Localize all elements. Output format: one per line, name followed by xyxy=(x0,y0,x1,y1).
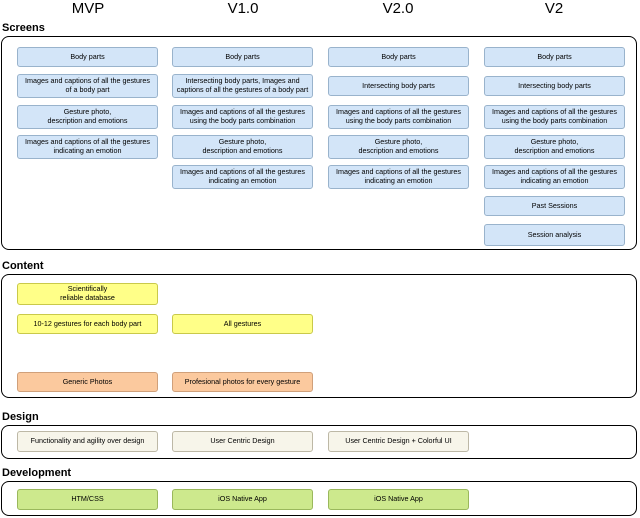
screen-box-v2-gesture-photo: Gesture photo, description and emotions xyxy=(484,135,625,159)
screen-box-v1-body-parts: Body parts xyxy=(172,47,313,67)
screen-box-v2-body-parts-combination: Images and captions of all the gestures … xyxy=(484,105,625,129)
design-box-v2-0: User Centric Design + Colorful UI xyxy=(328,431,469,452)
development-box-v2-0: iOS Native App xyxy=(328,489,469,510)
screen-box-v1-gestures-emotion: Images and captions of all the gestures … xyxy=(172,165,313,189)
screen-box-v2-0-body-parts-combination: Images and captions of all the gestures … xyxy=(328,105,469,129)
design-box-v1: User Centric Design xyxy=(172,431,313,452)
content-box-gestures-per-body-part: 10-12 gestures for each body part xyxy=(17,314,158,334)
design-box-mvp: Functionality and agility over design xyxy=(17,431,158,452)
content-box-generic-photos: Generic Photos xyxy=(17,372,158,392)
screen-box-v2-body-parts: Body parts xyxy=(484,47,625,67)
column-header-v2-0: V2.0 xyxy=(382,0,414,17)
screen-box-mvp-gestures-emotion: Images and captions of all the gestures … xyxy=(17,135,158,159)
screen-box-v1-body-parts-combination: Images and captions of all the gestures … xyxy=(172,105,313,129)
screen-box-v1-gesture-photo: Gesture photo, description and emotions xyxy=(172,135,313,159)
section-title-development: Development xyxy=(2,467,72,479)
screen-box-v2-0-gestures-emotion: Images and captions of all the gestures … xyxy=(328,165,469,189)
screen-box-v2-0-body-parts: Body parts xyxy=(328,47,469,67)
section-title-content: Content xyxy=(2,260,44,272)
screen-box-v2-0-intersecting: Intersecting body parts xyxy=(328,76,469,96)
screen-box-mvp-body-parts: Body parts xyxy=(17,47,158,67)
content-box-all-gestures: All gestures xyxy=(172,314,313,334)
content-box-professional-photos: Profesional photos for every gesture xyxy=(172,372,313,392)
screen-box-v1-intersecting-gestures: Intersecting body parts, Images and capt… xyxy=(172,74,313,98)
screen-box-v2-session-analysis: Session analysis xyxy=(484,224,625,246)
content-box-scientific-database: Scientifically reliable database xyxy=(17,283,158,305)
screen-box-v2-intersecting: Intersecting body parts xyxy=(484,76,625,96)
screen-box-v2-gestures-emotion: Images and captions of all the gestures … xyxy=(484,165,625,189)
development-box-mvp: HTM/CSS xyxy=(17,489,158,510)
section-title-screens: Screens xyxy=(2,22,45,34)
column-header-v1-0: V1.0 xyxy=(227,0,259,17)
section-title-design: Design xyxy=(2,411,39,423)
screen-box-v2-past-sessions: Past Sessions xyxy=(484,196,625,216)
screen-box-mvp-gesture-photo: Gesture photo, description and emotions xyxy=(17,105,158,129)
development-box-v1: iOS Native App xyxy=(172,489,313,510)
screen-box-mvp-gestures-of-body-part: Images and captions of all the gestures … xyxy=(17,74,158,98)
column-header-mvp: MVP xyxy=(71,0,105,17)
screen-box-v2-0-gesture-photo: Gesture photo, description and emotions xyxy=(328,135,469,159)
column-header-v2: V2 xyxy=(544,0,564,17)
